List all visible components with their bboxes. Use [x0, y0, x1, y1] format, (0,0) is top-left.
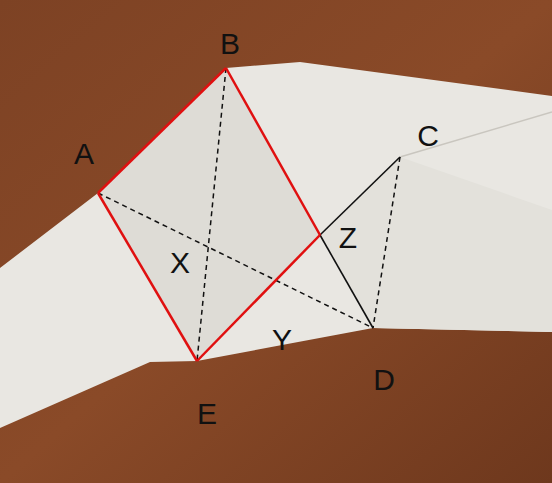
- dashed-line: [373, 157, 400, 328]
- fold-flap: [320, 157, 552, 332]
- point-label: X: [170, 248, 190, 278]
- point-label: Z: [339, 223, 357, 253]
- dashed-line: [98, 193, 373, 328]
- dashed-line: [197, 68, 226, 361]
- point-label: Y: [272, 325, 292, 355]
- point-label: E: [197, 399, 217, 429]
- solid-line: [320, 157, 400, 235]
- point-label: B: [220, 29, 240, 59]
- red-edge: [98, 68, 226, 193]
- point-label: C: [417, 121, 439, 151]
- folded-square: [98, 68, 320, 361]
- point-label: D: [373, 365, 395, 395]
- paper-strip: [0, 62, 552, 428]
- point-label: A: [74, 139, 94, 169]
- red-edge: [226, 68, 320, 235]
- fold-edge: [400, 112, 552, 157]
- red-edge: [98, 193, 197, 361]
- red-edge: [197, 235, 320, 361]
